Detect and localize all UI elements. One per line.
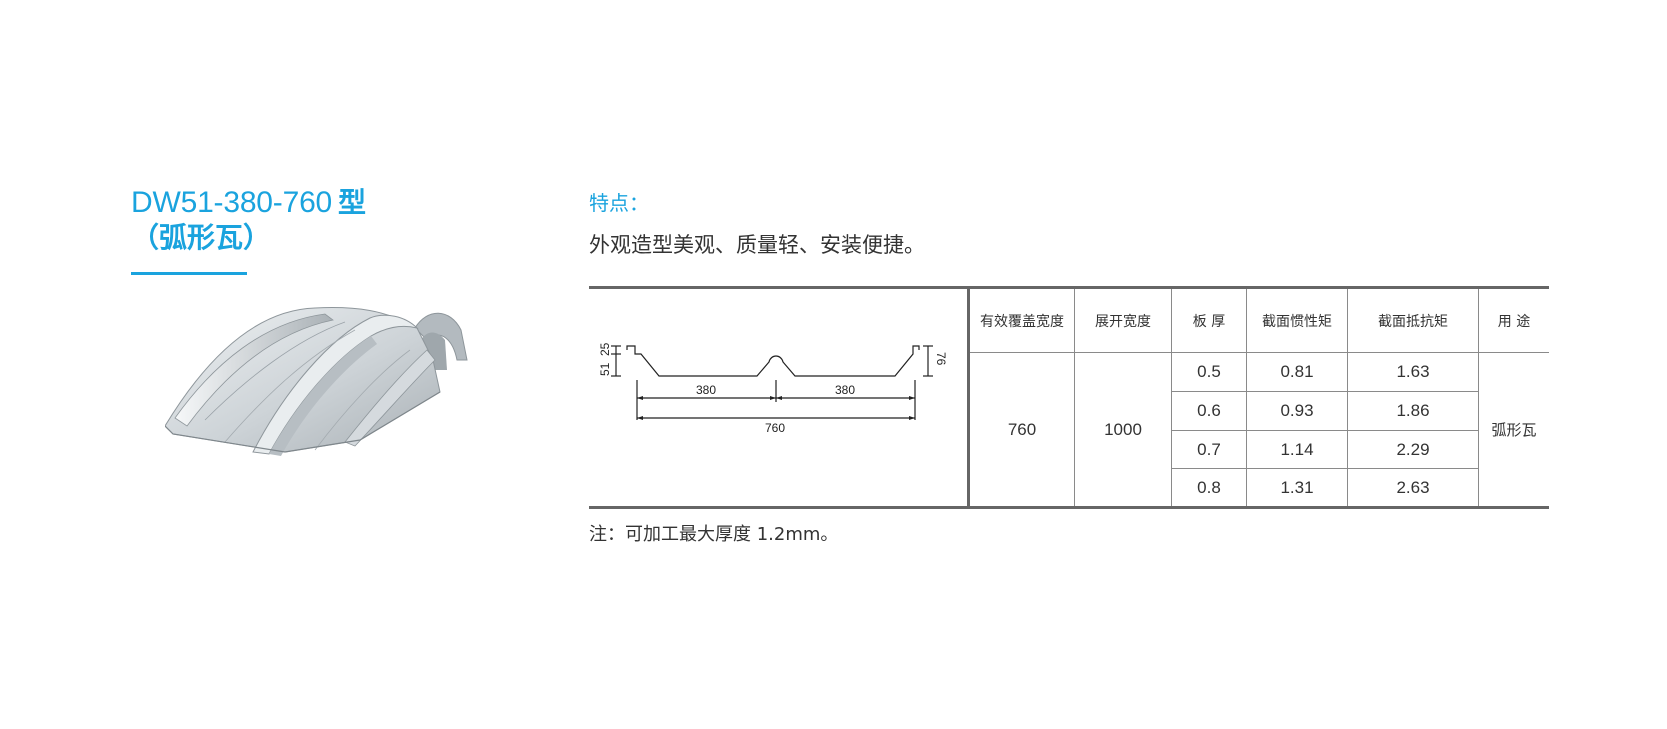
table-bottom-rule <box>589 506 1549 509</box>
dim-label-760: 760 <box>765 421 785 435</box>
table-divider <box>1478 289 1479 506</box>
thickness-cell: 0.5 <box>1197 362 1221 381</box>
header-usage: 用 途 <box>1497 313 1531 330</box>
product-subtitle: （弧形瓦） <box>131 221 272 254</box>
thickness-cell: 0.6 <box>1197 401 1221 420</box>
thickness-cell: 0.7 <box>1197 439 1221 459</box>
table-divider <box>1246 289 1247 506</box>
dim-label-380-right: 380 <box>835 383 855 397</box>
features-label: 特点： <box>589 191 649 215</box>
table-row-rule <box>1171 468 1479 469</box>
table-divider <box>1074 289 1075 506</box>
effective-width-value: 760 <box>1007 419 1037 439</box>
inertia-cell: 1.31 <box>1280 477 1314 497</box>
table-header-rule <box>970 352 1549 353</box>
table-top-rule <box>589 286 1549 289</box>
product-type-label: 型 <box>338 186 367 219</box>
header-inertia: 截面惯性矩 <box>1262 313 1332 330</box>
table-row-rule <box>1171 391 1479 392</box>
table-divider <box>967 289 970 506</box>
spec-table: 51 25 76 380 380 760 有效覆盖宽度 展开宽度 板 厚 截面惯… <box>589 286 1549 509</box>
unfold-width-value: 1000 <box>1104 419 1142 439</box>
thickness-cell: 0.8 <box>1197 477 1221 497</box>
note-text: 注：可加工最大厚度 1.2mm。 <box>589 524 839 545</box>
header-thickness: 板 厚 <box>1192 313 1226 330</box>
resistance-cell: 1.86 <box>1396 401 1430 420</box>
product-code: DW51-380-760 <box>131 186 333 219</box>
features-text: 外观造型美观、质量轻、安装便捷。 <box>589 233 925 257</box>
header-effective-width: 有效覆盖宽度 <box>980 313 1064 330</box>
profile-cross-section-diagram: 51 25 76 380 380 760 <box>598 342 948 435</box>
inertia-cell: 1.14 <box>1280 439 1314 459</box>
table-divider <box>1171 289 1172 506</box>
resistance-cell: 2.29 <box>1396 439 1430 459</box>
arched-roof-panel-image <box>165 307 468 456</box>
header-unfold-width: 展开宽度 <box>1095 313 1151 330</box>
usage-value: 弧形瓦 <box>1491 421 1537 439</box>
header-resistance: 截面抵抗矩 <box>1378 313 1448 330</box>
inertia-cell: 0.81 <box>1280 362 1314 381</box>
resistance-cell: 2.63 <box>1396 477 1430 497</box>
dim-label-51: 51 <box>598 362 612 376</box>
dim-label-380-left: 380 <box>696 383 716 397</box>
dim-label-25: 25 <box>598 342 612 356</box>
dim-label-76: 76 <box>934 352 948 366</box>
table-divider <box>1347 289 1348 506</box>
title-underline <box>131 272 247 275</box>
table-row-rule <box>1171 430 1479 431</box>
resistance-cell: 1.63 <box>1396 362 1430 381</box>
inertia-cell: 0.93 <box>1280 401 1314 420</box>
